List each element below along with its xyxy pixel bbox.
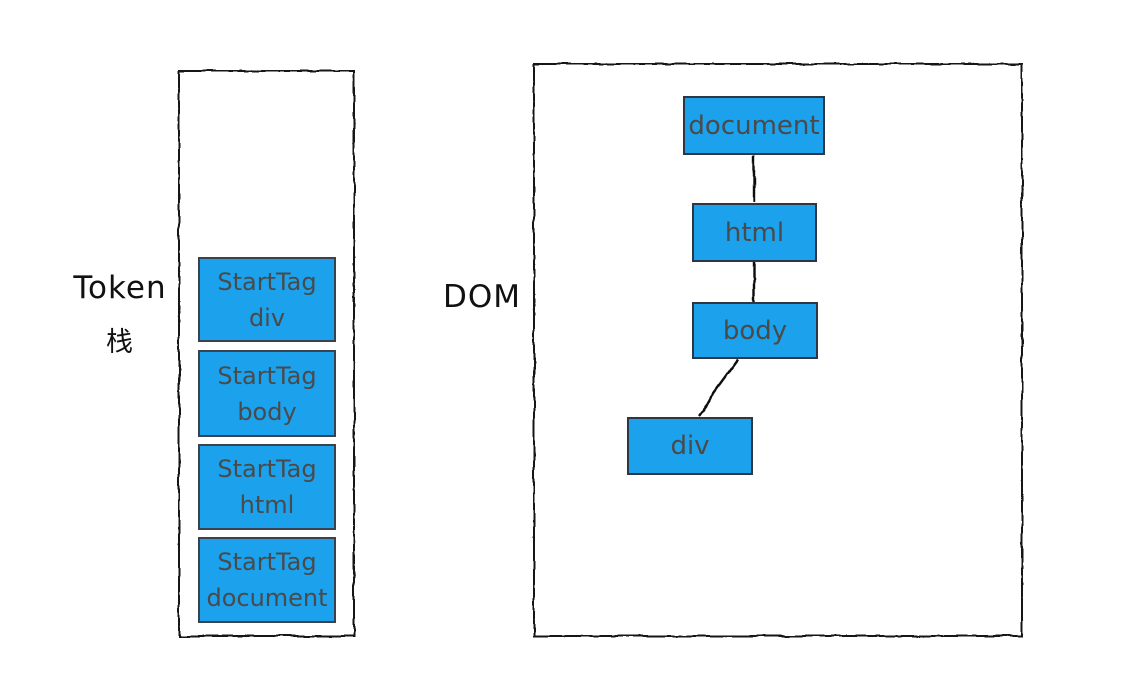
dom-node-label: div (670, 431, 710, 461)
dom-node-html: html (692, 203, 817, 262)
token-box-starttag-document: StartTag document (198, 537, 336, 623)
token-box-line2: div (248, 303, 286, 332)
token-stack-panel: StartTag div StartTag body StartTag html… (178, 70, 355, 637)
dom-node-label: body (722, 315, 788, 346)
dom-node-div: div (627, 417, 753, 475)
dom-node-document: document (683, 96, 825, 155)
token-box-line1: StartTag (217, 267, 317, 296)
token-box-line2: body (237, 397, 297, 426)
token-stack-label-line1: Token (73, 270, 167, 306)
token-stack-label-line2: 栈 (106, 327, 134, 358)
token-stack-frame (178, 70, 355, 637)
dom-label: DOM (443, 279, 522, 315)
token-stack-label: Token 栈 (68, 270, 172, 359)
token-box-line2: html (239, 491, 295, 519)
dom-panel-frame (533, 63, 1023, 637)
token-box-line2: document (206, 584, 328, 612)
dom-node-body: body (692, 302, 818, 359)
dom-node-label: document (688, 110, 820, 141)
token-box-line1: StartTag (217, 455, 317, 483)
token-box-line1: StartTag (217, 361, 317, 390)
token-box-starttag-div: StartTag div (198, 257, 336, 342)
token-box-line1: StartTag (217, 548, 317, 576)
token-box-starttag-html: StartTag html (198, 444, 336, 530)
token-box-starttag-body: StartTag body (198, 350, 336, 437)
dom-panel: document html body div (533, 63, 1023, 637)
dom-node-label: html (724, 217, 785, 248)
